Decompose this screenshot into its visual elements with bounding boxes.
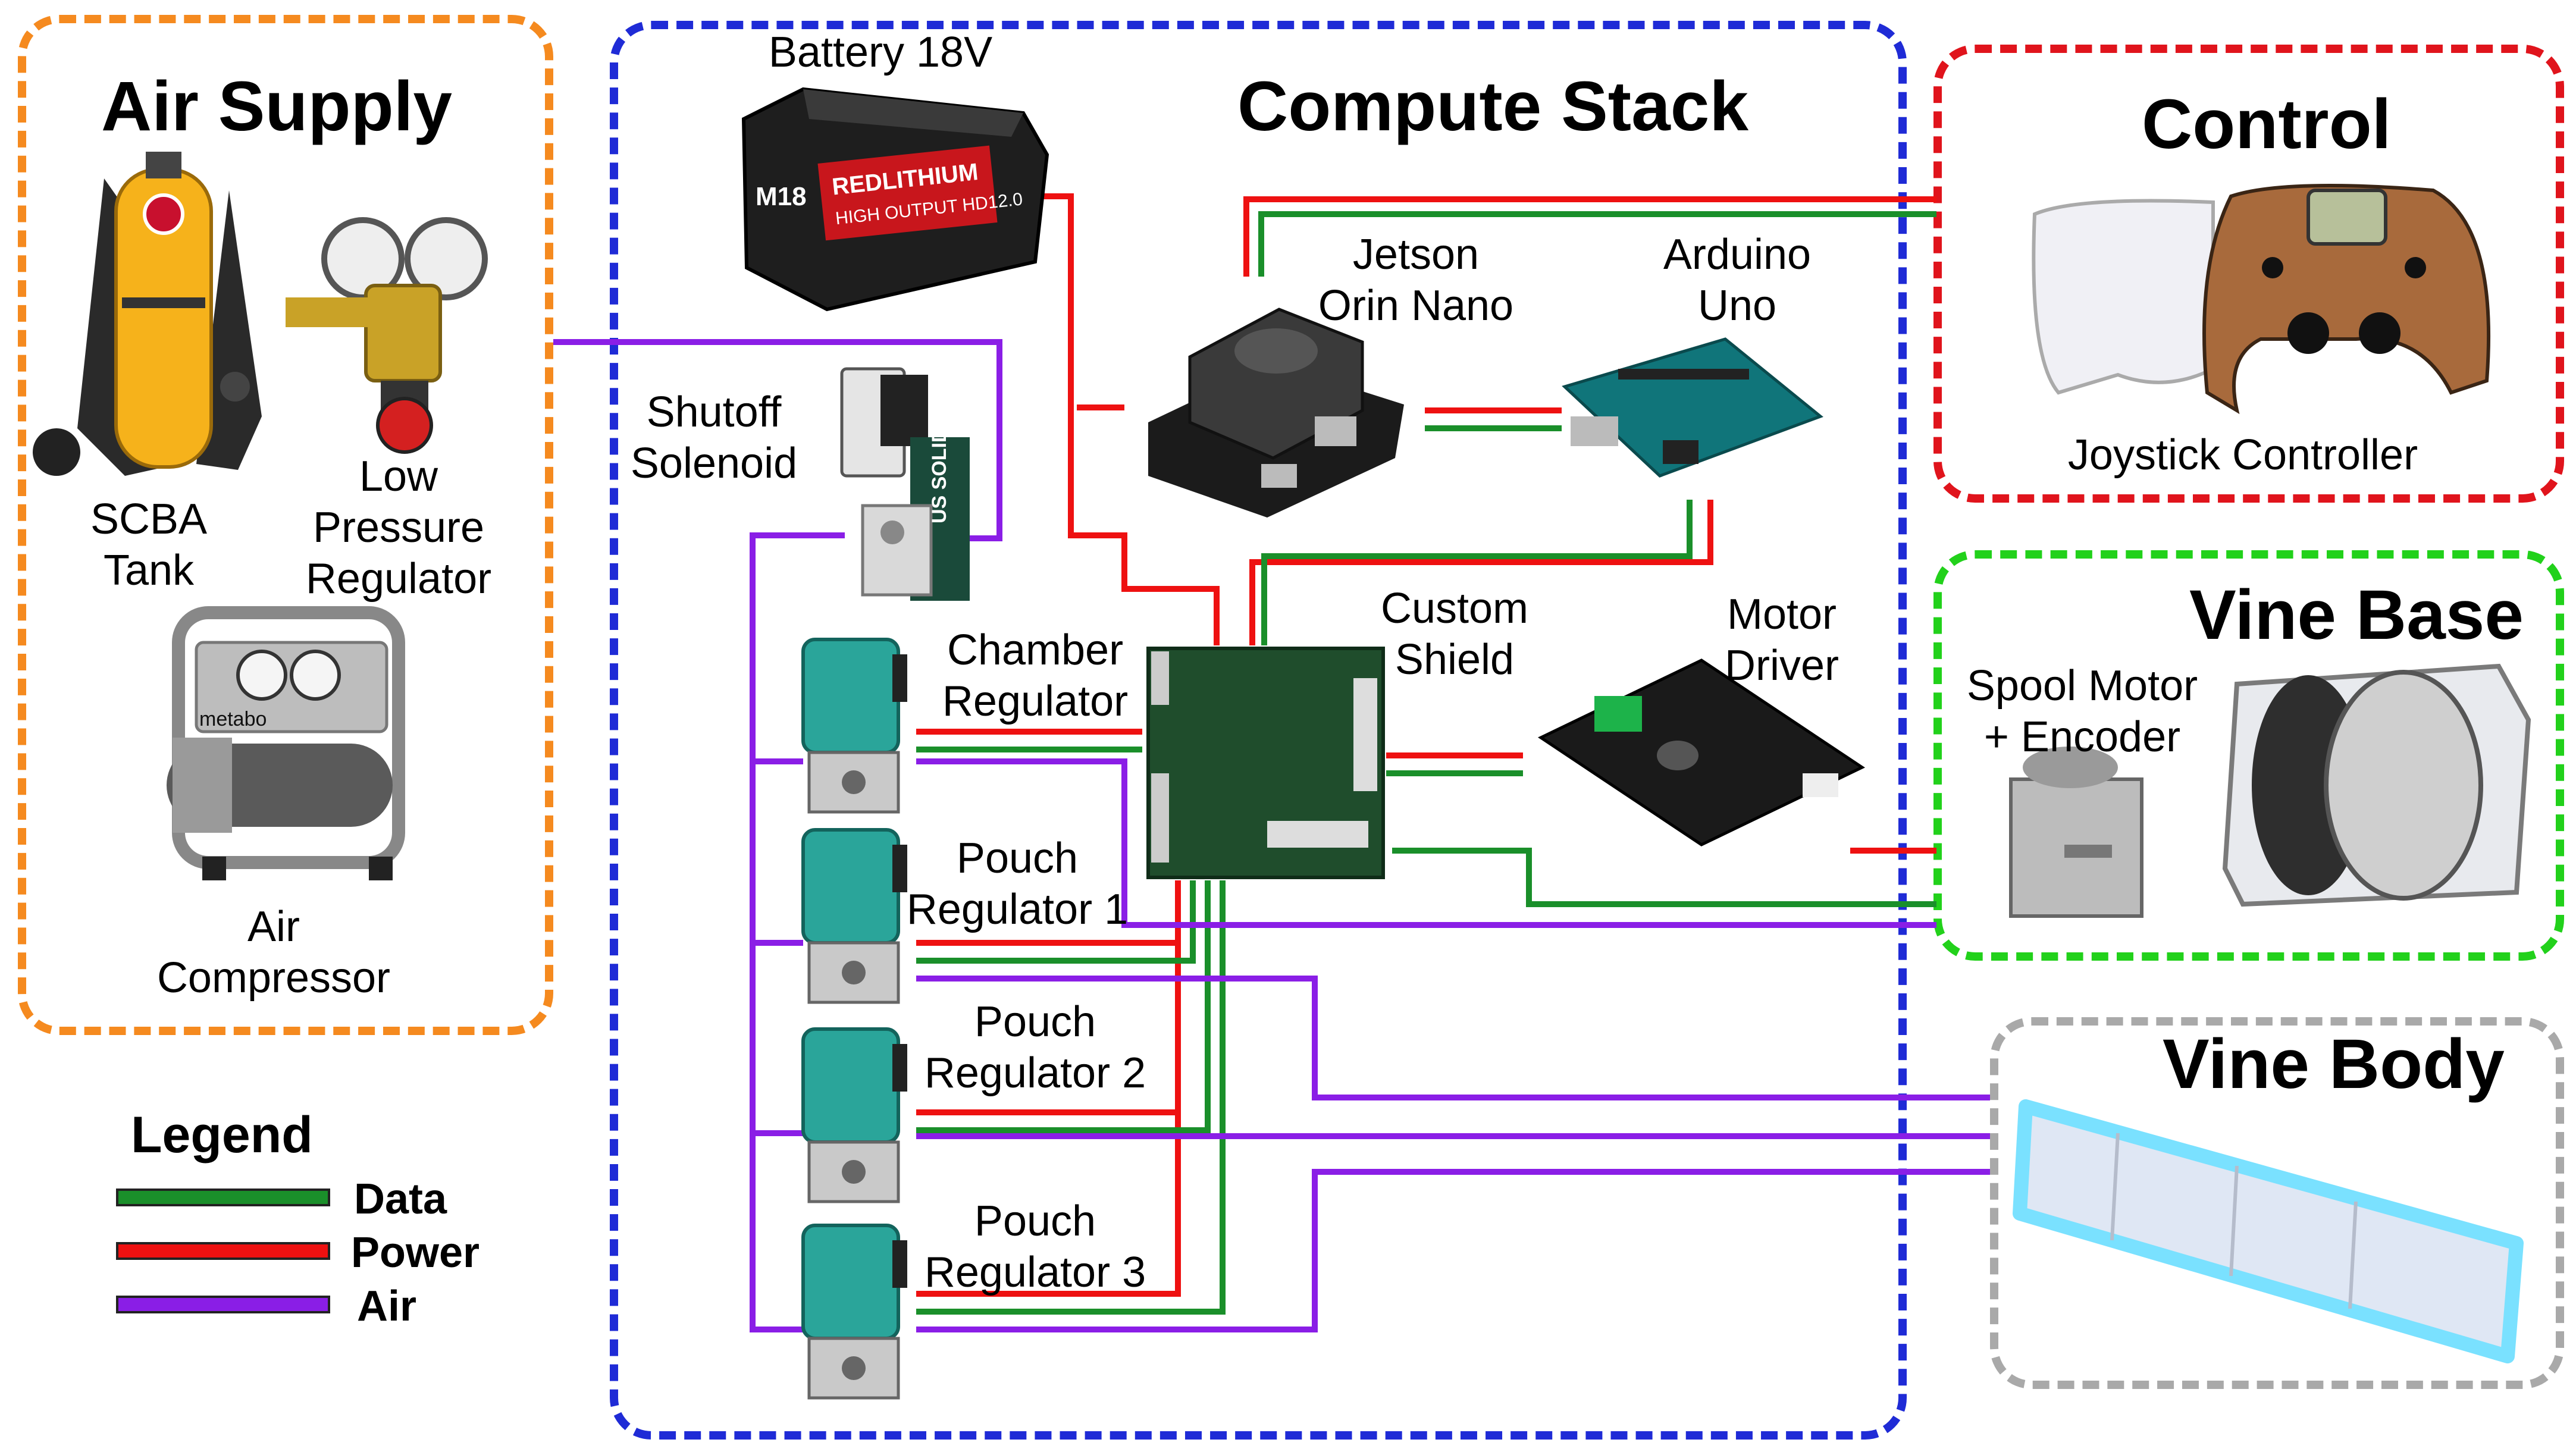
air-supply-title: Air Supply <box>101 67 453 146</box>
power-wire <box>1243 196 1936 277</box>
power-wire <box>916 880 1181 1297</box>
pouch-regulator-1-label: Pouch Regulator 1 <box>906 835 1129 933</box>
custom-shield-label: Custom Shield <box>1380 585 1529 683</box>
jetson-illustration <box>1148 308 1404 518</box>
air-wire <box>553 339 1002 541</box>
data-wire <box>916 880 1196 964</box>
jetson-label: Jetson Orin Nano <box>1318 231 1514 330</box>
custom-shield-illustration <box>1146 647 1385 879</box>
legend-title: Legend <box>131 1106 313 1164</box>
pouch-regulator-2-label: Pouch Regulator 2 <box>924 998 1146 1097</box>
low-pressure-regulator-label: Low Pressure Regulator <box>305 453 492 603</box>
chamber-regulator-label: Chamber Regulator <box>942 626 1129 725</box>
power-wire <box>1249 500 1713 645</box>
legend-label-air: Air <box>357 1282 417 1330</box>
arduino-label: Arduino Uno <box>1663 231 1812 330</box>
arduino-illustration <box>1562 337 1823 478</box>
motor-driver-label: Motor Driver <box>1725 591 1839 689</box>
chamber-regulator-illustration <box>801 638 907 814</box>
compressor-brand-text: metabo <box>199 708 267 730</box>
data-wire <box>916 880 1226 1315</box>
scba-tank-label: SCBA Tank <box>90 496 208 594</box>
joystick-illustration <box>2032 184 2491 415</box>
pouch-regulator-3-label: Pouch Regulator 3 <box>924 1197 1146 1296</box>
low-pressure-regulator-illustration <box>286 217 488 454</box>
air-compressor-illustration: metabo <box>167 606 405 880</box>
joystick-label: Joystick Controller <box>2067 431 2418 479</box>
pouch-regulator-3-illustration <box>801 1224 907 1400</box>
air-wire <box>916 758 1936 928</box>
vine-body-box <box>1990 1017 2564 1389</box>
data-wire <box>1392 848 1936 907</box>
air-wire <box>916 976 1990 1100</box>
legend-swatch-air <box>116 1296 330 1313</box>
shutoff-solenoid-label: Shutoff Solenoid <box>630 388 798 487</box>
motor-driver-illustration <box>1537 658 1866 846</box>
vine-body-illustration <box>2013 1099 2524 1363</box>
spool-motor-label: Spool Motor + Encoder <box>1966 662 2198 761</box>
control-title: Control <box>2142 85 2392 164</box>
battery-brand-text: M18 <box>756 182 807 211</box>
battery-illustration: M18 REDLITHIUM HIGH OUTPUT HD12.0 <box>741 87 1049 312</box>
legend-label-data: Data <box>354 1175 447 1223</box>
solenoid-brand-text: US SOLID <box>928 428 951 523</box>
data-wire <box>1258 211 1936 277</box>
air-wire <box>750 532 845 1332</box>
battery-label: Battery 18V <box>768 29 993 76</box>
scba-tank-illustration <box>33 152 262 476</box>
air-supply-box <box>18 15 553 1035</box>
vine-body-title: Vine Body <box>2163 1025 2505 1103</box>
vine-base-box <box>1933 550 2564 961</box>
vine-base-title: Vine Base <box>2189 576 2524 654</box>
legend-swatch-data <box>116 1189 330 1206</box>
control-box <box>1933 45 2564 503</box>
pouch-regulator-1-illustration <box>801 828 907 1004</box>
power-wire <box>1014 193 1220 645</box>
vine-base-spool-illustration <box>2222 663 2531 907</box>
data-wire <box>916 880 1211 1133</box>
spool-motor-illustration <box>2009 747 2143 918</box>
shutoff-solenoid-illustration: US SOLID <box>840 367 970 601</box>
air-wire <box>916 1169 1990 1332</box>
legend-swatch-power <box>116 1242 330 1260</box>
data-wire <box>1261 500 1693 645</box>
legend-label-power: Power <box>351 1229 480 1277</box>
air-compressor-label: Air Compressor <box>156 903 391 1002</box>
compute-stack-title: Compute Stack <box>1237 67 1748 146</box>
pouch-regulator-2-illustration <box>801 1027 907 1203</box>
compute-stack-box <box>610 21 1907 1440</box>
